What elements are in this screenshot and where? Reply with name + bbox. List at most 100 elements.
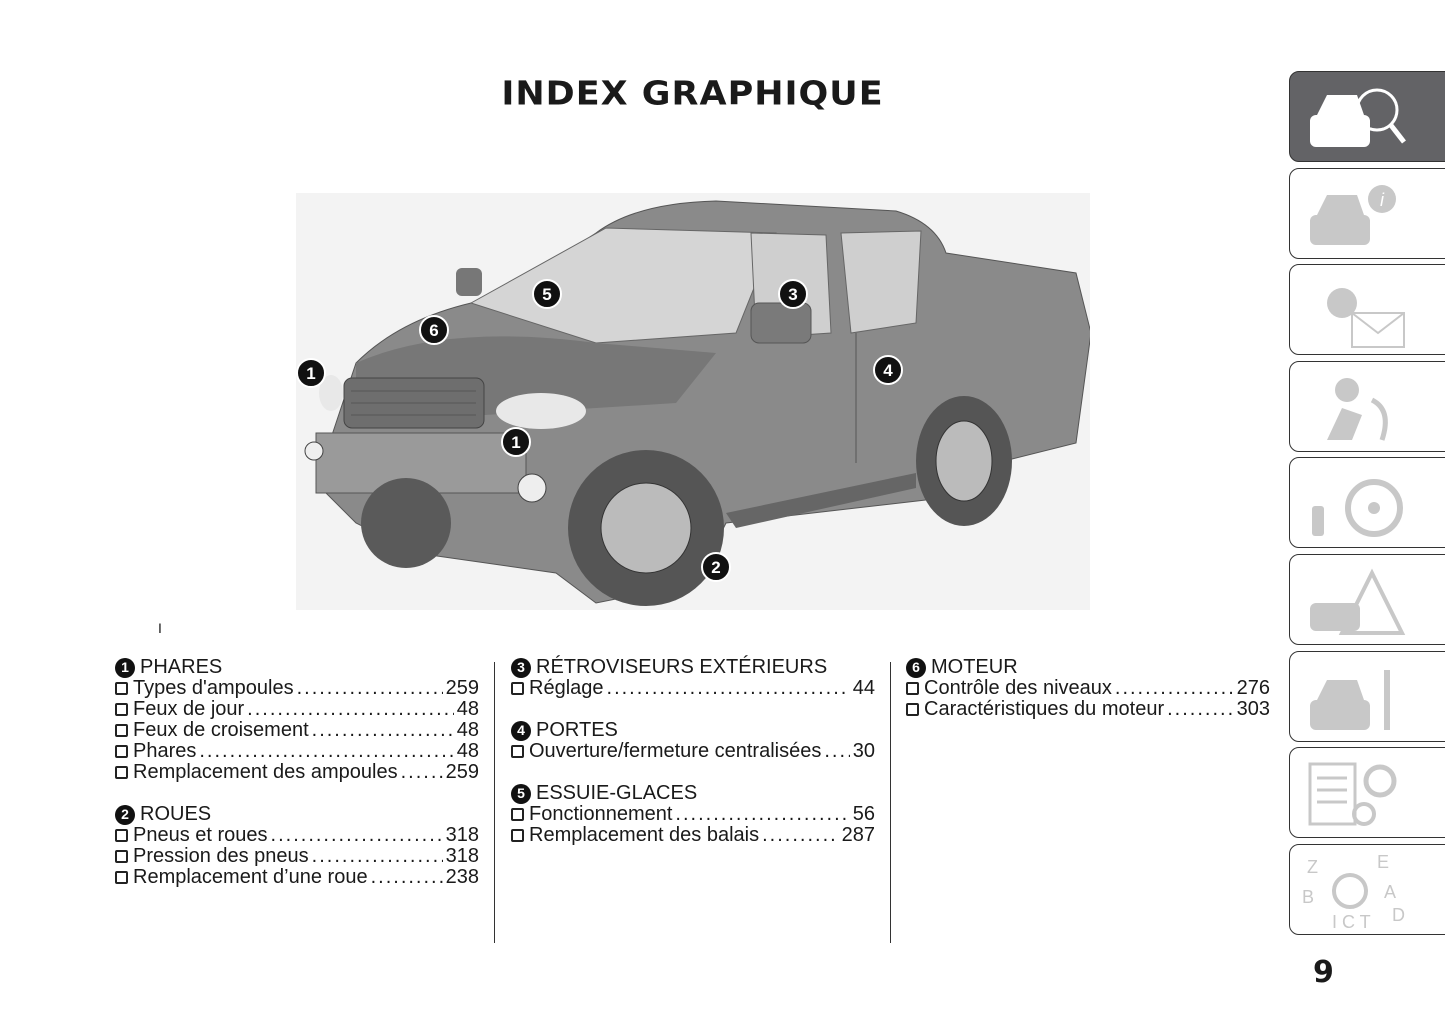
column-divider [494,662,495,943]
dot-leader [297,678,443,699]
entry-label: Types d'ampoules [133,677,294,699]
index-entry[interactable]: Remplacement des balais 287 [511,825,875,846]
checkbox-bullet-icon [115,850,128,863]
chapter-tab-lights-messages[interactable] [1289,264,1445,356]
dot-leader [271,825,443,846]
callout-3: 3 [778,279,808,309]
page-title: INDEX GRAPHIQUE [501,75,884,113]
section-number-badge: 3 [511,657,531,678]
dot-leader [762,825,839,846]
section-number-badge: 6 [906,657,926,678]
entry-label: Fonctionnement [529,803,673,825]
page-number: 9 [1313,955,1334,990]
chapter-tab-emergency[interactable] [1289,554,1445,645]
checkbox-bullet-icon [115,724,128,737]
dot-leader [312,720,454,741]
entry-label: Caractéristiques du moteur [924,698,1165,720]
entry-page: 259 [445,677,479,699]
checkbox-bullet-icon [115,682,128,695]
svg-text:D: D [1392,905,1405,925]
svg-text:I C T: I C T [1332,912,1371,932]
entry-label: Remplacement d’une roue [133,866,368,888]
index-entry[interactable]: Types d'ampoules 259 [115,678,479,699]
entry-page: 259 [445,761,479,783]
svg-text:2: 2 [711,558,720,577]
entry-label: Pneus et roues [133,824,268,846]
chapter-tab-safety[interactable] [1289,360,1445,452]
callout-1b: 1 [501,427,531,457]
section-title: PHARES [140,656,223,678]
section-number-badge: 4 [511,720,531,741]
index-entry[interactable]: Pneus et roues318 [115,825,479,846]
callout-5: 5 [532,279,562,309]
entry-page: 303 [1236,698,1270,720]
checkbox-bullet-icon [906,682,919,695]
section-number-badge: 2 [115,804,135,825]
checkbox-bullet-icon [906,703,919,716]
callout-6: 6 [419,315,449,345]
entry-label: Feux de jour [133,698,245,720]
chapter-tab-maintenance[interactable] [1289,650,1445,742]
index-entry[interactable]: Remplacement d’une roue 238 [115,867,479,888]
index-entry[interactable]: Feux de jour 48 [115,699,479,720]
index-entry[interactable]: Phares48 [115,741,479,762]
entry-label: Remplacement des balais [529,824,760,846]
safety-icon [1327,377,1388,441]
lights-messages-icon [1327,288,1405,349]
svg-text:Z: Z [1307,857,1318,877]
section-number-badge: 1 [115,657,135,678]
index-section: 5ESSUIE-GLACESFonctionnement56Remplaceme… [511,783,875,846]
entry-label: Pression des pneus [133,845,309,867]
index-entry[interactable]: Caractéristiques du moteur 303 [906,699,1270,720]
entry-page: 287 [841,824,875,846]
entry-page: 238 [445,866,479,888]
checkbox-bullet-icon [511,682,524,695]
index-entry[interactable]: Contrôle des niveaux276 [906,678,1270,699]
section-title: PORTES [536,719,618,741]
index-entry[interactable]: Remplacement des ampoules259 [115,762,479,783]
index-entry[interactable]: Ouverture/fermeture centralisées 30 [511,741,875,762]
callout-2: 2 [701,552,731,582]
svg-text:A: A [1384,882,1396,902]
technical-data-icon [1308,762,1397,827]
entry-page: 48 [456,698,479,720]
vehicle-illustration: 1 1 2 3 4 5 6 [296,193,1092,610]
chapter-tab-technical-data[interactable] [1289,747,1445,839]
index-entry[interactable]: Fonctionnement 56 [511,804,875,825]
svg-text:i: i [1380,190,1385,210]
checkbox-bullet-icon [511,808,524,821]
dot-leader [824,741,849,762]
section-number-badge: 5 [511,783,531,804]
entry-page: 56 [852,803,875,825]
chapter-tab-dashboard-info[interactable]: i [1289,167,1445,259]
section-title: RÉTROVISEURS EXTÉRIEURS [536,656,828,678]
chapter-tab-starting-driving[interactable] [1289,457,1445,549]
entry-label: Ouverture/fermeture centralisées [529,740,822,762]
index-entry[interactable]: Pression des pneus318 [115,846,479,867]
entry-page: 30 [852,740,875,762]
index-entry[interactable]: Feux de croisement48 [115,720,479,741]
dot-leader [199,741,453,762]
column-divider [890,662,891,943]
entry-page: 44 [852,677,875,699]
svg-text:3: 3 [788,285,797,304]
dot-leader [401,762,443,783]
index-entry[interactable]: Réglage44 [511,678,875,699]
dot-leader [1167,699,1234,720]
entry-label: Phares [133,740,197,762]
chapter-tab-graphic-index[interactable] [1289,71,1445,162]
checkbox-bullet-icon [511,745,524,758]
section-title: ROUES [140,803,212,825]
